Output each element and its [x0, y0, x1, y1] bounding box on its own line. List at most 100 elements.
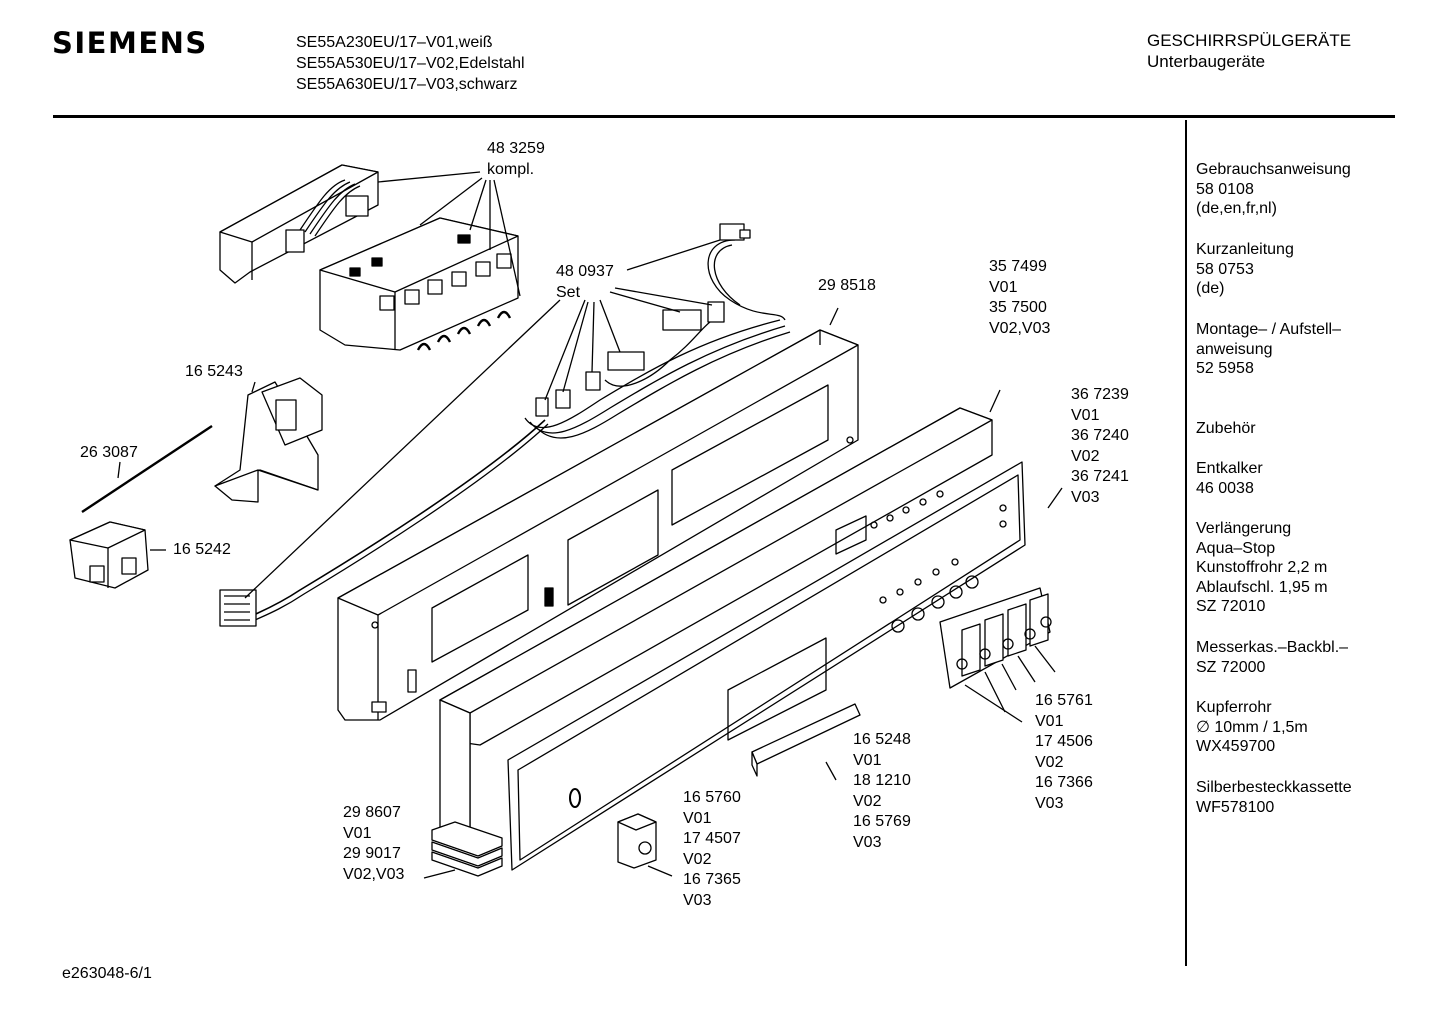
part-number: 16 7366: [1035, 774, 1093, 791]
sidebar-text: ∅ 10mm / 1,5m: [1196, 718, 1308, 736]
part-variant: V03: [1035, 794, 1064, 812]
exploded-parts-diagram: [69, 164, 1063, 879]
sidebar-item-quick-guide: Kurzanleitung 58 0753 (de): [1196, 240, 1294, 299]
sidebar-text: Montage– / Aufstell–: [1196, 321, 1341, 338]
sidebar-text: 58 0753: [1196, 260, 1254, 278]
part-number: 29 8518: [818, 277, 876, 294]
sidebar-text: 52 5958: [1196, 360, 1254, 377]
cable-harness: [219, 223, 791, 627]
part-variant: V02: [1071, 447, 1100, 465]
door-switch: [214, 377, 323, 503]
part-number: 16 7365: [683, 871, 741, 888]
part-variant: V02: [683, 850, 712, 868]
part-label-483259: 48 3259 kompl.: [487, 139, 545, 180]
sidebar-text: (de): [1196, 280, 1225, 297]
sidebar-item-manual: Gebrauchsanweisung 58 0108 (de,en,fr,nl): [1196, 160, 1351, 219]
part-label-165243: 16 5243: [185, 362, 243, 383]
category: GESCHIRRSPÜLGERÄTE Unterbaugeräte: [1147, 30, 1351, 72]
handle-strip: [751, 703, 861, 781]
sidebar-text: 46 0038: [1196, 479, 1254, 497]
sidebar-text: Kupferrohr: [1196, 699, 1272, 716]
part-number: 17 4507: [683, 830, 741, 847]
brand-logo: SIEMENS: [52, 26, 208, 60]
sidebar-text: WX459700: [1196, 738, 1276, 755]
part-label-263087: 26 3087: [80, 443, 138, 464]
part-number: 16 5248: [853, 731, 911, 748]
sidebar-text: Messerkas.–Backbl.–: [1196, 639, 1349, 656]
front-panel: [507, 461, 1063, 871]
part-number: 16 5760: [683, 789, 741, 806]
sidebar-text: (de,en,fr,nl): [1196, 200, 1277, 217]
part-variant: V01: [853, 751, 882, 769]
part-variant: V01: [1071, 406, 1100, 424]
sidebar-text: Kunstoffrohr 2,2 m: [1196, 559, 1328, 576]
category-title: GESCHIRRSPÜLGERÄTE: [1147, 31, 1352, 50]
sidebar-text: SZ 72000: [1196, 658, 1266, 676]
part-number: 18 1210: [853, 772, 911, 789]
part-number: 48 0937: [556, 263, 614, 280]
part-label-480937: 48 0937 Set: [556, 262, 614, 303]
leader-480937: [244, 239, 721, 599]
model-line: SE55A530EU/17–V02,Edelstahl: [296, 55, 525, 72]
part-variant: V02,V03: [989, 319, 1051, 337]
sidebar-item-extension: Verlängerung Aqua–Stop Kunstoffrohr 2,2 …: [1196, 519, 1328, 617]
part-label-165761: 16 5761 V01 17 4506 V02 16 7366 V03: [1035, 691, 1093, 814]
micro-switch: [69, 521, 166, 589]
button-set: [939, 587, 1056, 723]
part-number: 48 3259: [487, 140, 545, 157]
electronic-module: [219, 164, 519, 351]
part-number: 36 7241: [1071, 468, 1129, 485]
model-line: SE55A630EU/17–V03,schwarz: [296, 76, 518, 93]
part-note: Set: [556, 283, 581, 301]
part-number: 16 5761: [1035, 692, 1093, 709]
sidebar-item-cutlery-tray: Messerkas.–Backbl.– SZ 72000: [1196, 638, 1348, 677]
part-number: 29 9017: [343, 845, 401, 862]
sidebar-item-installation: Montage– / Aufstell– anweisung 52 5958: [1196, 320, 1341, 379]
sidebar-text: SZ 72010: [1196, 598, 1266, 615]
part-variant: V03: [853, 833, 882, 851]
sidebar-text: Silberbesteckkassette: [1196, 779, 1352, 796]
part-variant: V03: [683, 891, 712, 909]
inner-panel: [439, 389, 1001, 851]
part-label-298607: 29 8607 V01 29 9017 V02,V03: [343, 803, 404, 885]
switch-rod: [81, 424, 213, 514]
sidebar-item-silver-cutlery: Silberbesteckkassette WF578100: [1196, 778, 1352, 817]
part-number: 26 3087: [80, 444, 138, 461]
model-line: SE55A230EU/17–V01,weiß: [296, 34, 493, 51]
part-number: 36 7239: [1071, 386, 1129, 403]
sidebar-text: Zubehör: [1196, 420, 1256, 437]
drawing-id: e263048-6/1: [62, 965, 152, 982]
header-divider: [53, 115, 1395, 118]
part-note: kompl.: [487, 160, 535, 178]
rotary-knob: [617, 813, 673, 877]
part-label-165242: 16 5242: [173, 540, 231, 561]
part-variant: V01: [989, 278, 1018, 296]
sidebar-text: 58 0108: [1196, 180, 1254, 198]
sidebar-text: Verlängerung: [1196, 520, 1292, 537]
sidebar-item-copper-pipe: Kupferrohr ∅ 10mm / 1,5m WX459700: [1196, 698, 1308, 757]
sidebar-text: WF578100: [1196, 798, 1275, 816]
part-label-298518: 29 8518: [818, 276, 876, 297]
sidebar-item-accessories: Zubehör: [1196, 419, 1256, 439]
sidebar-text: Kurzanleitung: [1196, 241, 1294, 258]
part-label-165248: 16 5248 V01 18 1210 V02 16 5769 V03: [853, 730, 911, 853]
control-frame: [337, 307, 859, 721]
leader-263087: [117, 461, 121, 479]
part-variant: V02,V03: [343, 865, 405, 883]
part-variant: V02: [1035, 753, 1064, 771]
part-number: 35 7499: [989, 258, 1047, 275]
part-variant: V01: [1035, 712, 1064, 730]
model-list: SE55A230EU/17–V01,weiß SE55A530EU/17–V02…: [296, 32, 525, 95]
sidebar-text: Ablaufschl. 1,95 m: [1196, 578, 1328, 596]
part-number: 16 5769: [853, 813, 911, 830]
part-label-367239: 36 7239 V01 36 7240 V02 36 7241 V03: [1071, 385, 1129, 508]
part-label-165760: 16 5760 V01 17 4507 V02 16 7365 V03: [683, 788, 741, 911]
part-variant: V03: [1071, 488, 1100, 506]
sidebar-text: Entkalker: [1196, 460, 1263, 477]
sidebar-item-descaler: Entkalker 46 0038: [1196, 459, 1263, 498]
category-subtitle: Unterbaugeräte: [1147, 52, 1266, 71]
part-number: 16 5243: [185, 363, 243, 380]
part-label-357499: 35 7499 V01 35 7500 V02,V03: [989, 257, 1050, 339]
part-variant: V02: [853, 792, 882, 810]
part-number: 35 7500: [989, 299, 1047, 316]
